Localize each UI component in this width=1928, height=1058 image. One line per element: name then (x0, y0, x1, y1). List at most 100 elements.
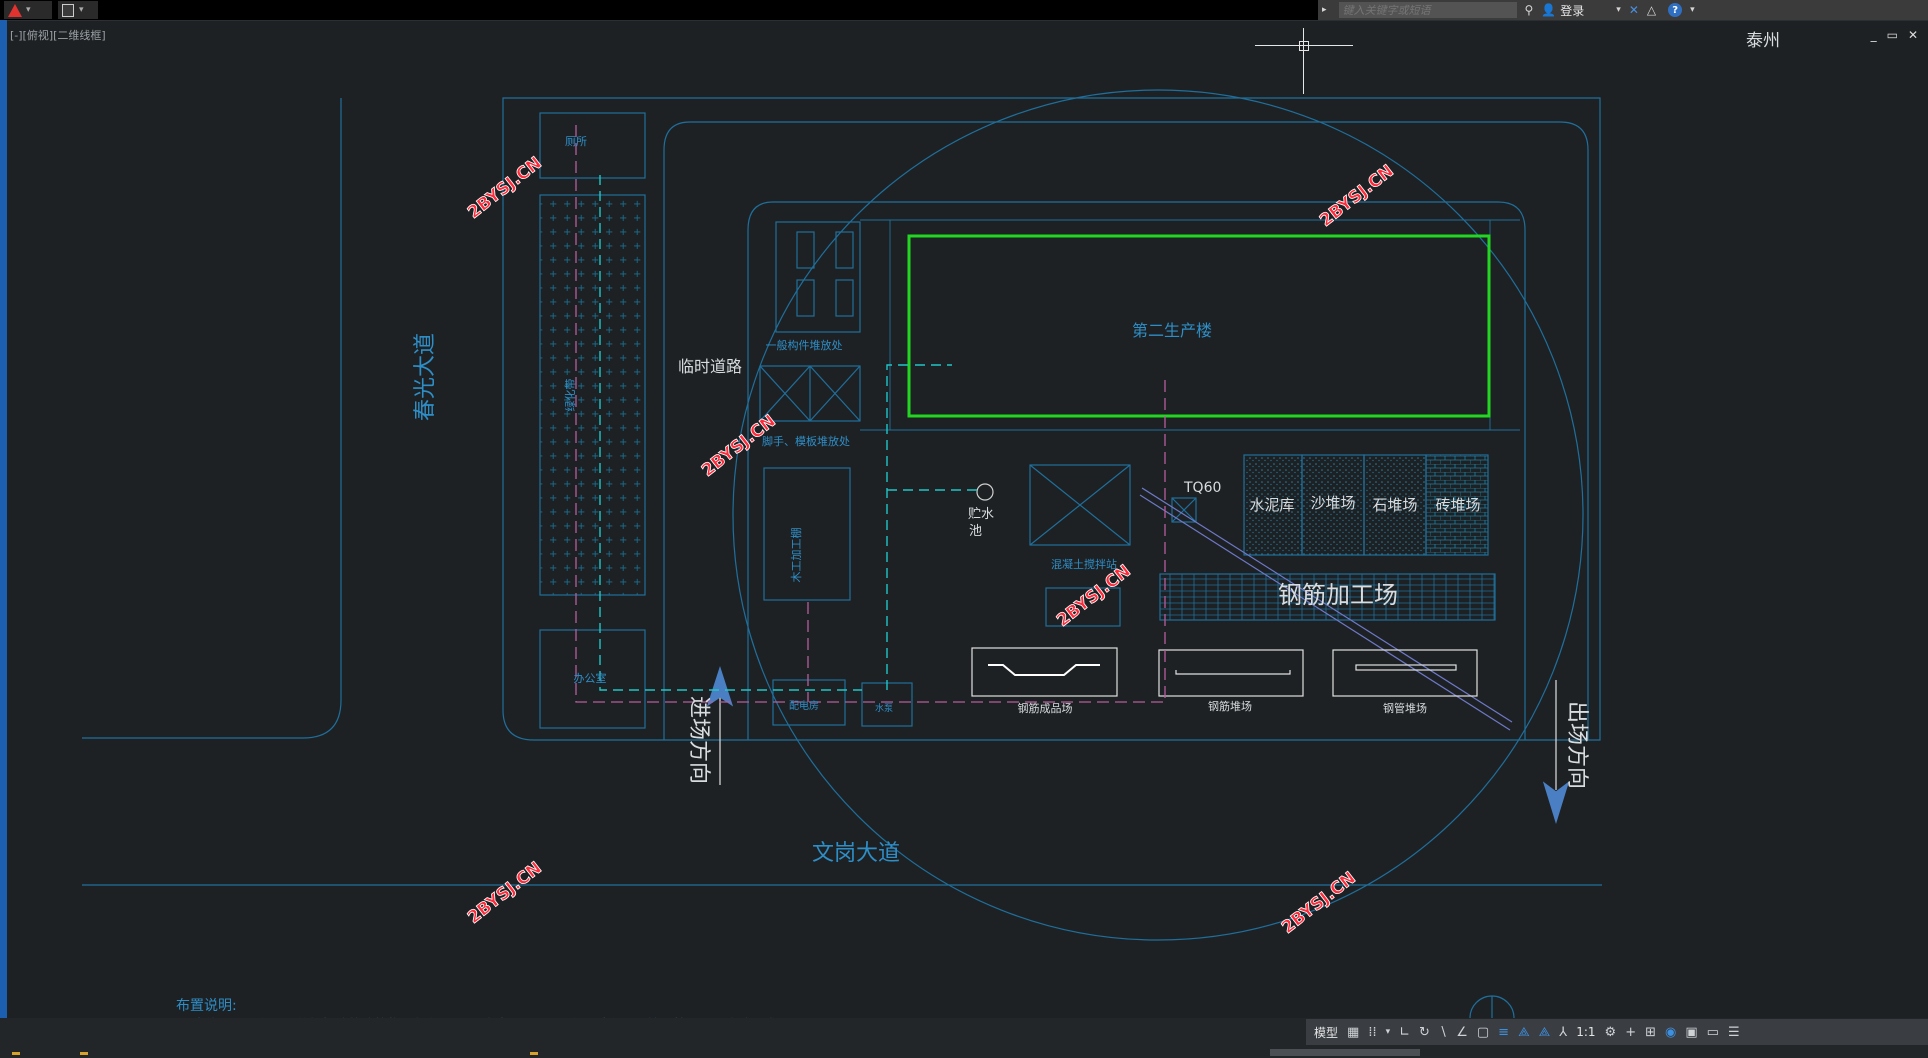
caret-down-icon[interactable]: ▾ (1616, 5, 1621, 15)
clean-screen-icon[interactable]: ▭ (1706, 1024, 1719, 1040)
application-menu-button[interactable]: ▾ (4, 1, 52, 19)
status-indicator (12, 1052, 20, 1055)
main-building-label: 第二生产楼 (1132, 321, 1212, 340)
status-bar-tools: 模型 ▦ ⁞⁞ ▾ ∟ ↻ ∖ ∠ ▢ ≡ ⟁ ⟁ ⅄ 1:1 ⚙ + ⊞ ◉ … (1306, 1019, 1928, 1045)
ortho-icon[interactable]: ∟ (1399, 1024, 1411, 1040)
crosshair-vertical (1303, 28, 1304, 94)
hardware-acceleration-icon[interactable]: ▣ (1685, 1024, 1698, 1040)
exchange-icon[interactable]: ✕ (1628, 3, 1639, 17)
notes-title: 布置说明: (176, 998, 237, 1014)
binoculars-icon[interactable]: ⚲ (1524, 3, 1534, 17)
cad-drawing-canvas[interactable]: + (0, 20, 1928, 1018)
watermark: 2BYSJ.CN (464, 858, 546, 928)
restore-button[interactable]: ▭ (1886, 28, 1898, 42)
plus-icon[interactable]: + (1625, 1024, 1637, 1040)
login-button[interactable]: 登录 (1560, 3, 1585, 18)
grid-icon[interactable]: ▦ (1347, 1024, 1360, 1040)
customization-icon[interactable]: ☰ (1727, 1024, 1740, 1040)
model-space-toggle[interactable]: 模型 (1314, 1025, 1339, 1040)
sand-label: 沙堆场 (1310, 494, 1355, 512)
bottom-road-label: 文岗大道 (812, 841, 900, 866)
polar-icon[interactable]: ↻ (1419, 1024, 1430, 1040)
annotation-scale-icon[interactable]: ⅄ (1559, 1024, 1568, 1040)
isodraft-icon[interactable]: ∖ (1438, 1024, 1448, 1040)
stone-label: 石堆场 (1372, 496, 1417, 514)
entry-arrow-icon (706, 666, 734, 707)
drawing-window-controls: _ ▭ ✕ (1871, 28, 1918, 42)
status-indicator (530, 1052, 538, 1055)
rebar-finished-stack (971, 647, 1118, 697)
autodesk-a360-icon[interactable]: △ (1646, 3, 1657, 17)
caret-down-icon[interactable]: ▾ (1690, 5, 1695, 15)
water-tank-label-2: 池 (969, 524, 982, 539)
brick-yard (1425, 454, 1489, 556)
crosshair-horizontal (1255, 45, 1353, 46)
rebar-processing-yard (1159, 573, 1496, 621)
units-icon[interactable]: ⊞ (1645, 1024, 1657, 1040)
water-tank-symbol (976, 483, 994, 501)
rebar-stack (1158, 649, 1304, 697)
mixer-label: 混凝土搅拌站 (1051, 557, 1117, 571)
viewport-controls-label[interactable]: [-][俯视][二维线框] (10, 29, 106, 42)
watermark: 2BYSJ.CN (1316, 161, 1398, 231)
office-label: 办公室 (574, 671, 607, 685)
minimize-button[interactable]: _ (1870, 28, 1877, 42)
autocad-logo-icon (8, 3, 22, 17)
annotation-visibility-icon[interactable]: ⟁ (1518, 1024, 1530, 1040)
office-building (539, 629, 646, 729)
snap-icon[interactable]: ⁞⁞ (1368, 1024, 1377, 1040)
osnap-icon[interactable]: ▢ (1476, 1024, 1490, 1040)
infocenter-bar: ▸ ⚲ 👤 登录 ▾ ✕ △ ? ▾ (1318, 0, 1928, 20)
concrete-mixer-station (1029, 464, 1131, 546)
left-road-edge (82, 98, 342, 739)
drawing-city-label: 泰州 (1746, 31, 1780, 51)
component-storage (775, 221, 861, 333)
document-icon[interactable] (62, 3, 74, 17)
crosshair-pickbox (1299, 41, 1309, 51)
lineweight-icon[interactable]: ≡ (1498, 1024, 1510, 1040)
horizontal-scrollbar[interactable] (1270, 1049, 1420, 1056)
site-boundary (502, 97, 1601, 741)
pipe-stack-label: 钢管堆场 (1383, 701, 1427, 715)
toilet-label: 厕所 (565, 135, 587, 148)
caret-down-icon[interactable]: ▾ (1385, 1027, 1391, 1037)
search-input[interactable] (1338, 2, 1517, 18)
user-icon[interactable]: 👤 (1541, 3, 1557, 17)
status-indicator (80, 1052, 88, 1055)
green-strip (539, 194, 646, 596)
rebar-stack-label: 钢筋堆场 (1208, 699, 1252, 713)
temp-road-label: 临时道路 (678, 357, 742, 376)
crane-radius-circle (732, 89, 1584, 941)
exit-arrow-icon (1542, 781, 1570, 825)
watermark: 2BYSJ.CN (1278, 868, 1360, 938)
entry-direction-label: 进场方向 (686, 696, 711, 784)
tower-crane-tq60 (1171, 497, 1197, 523)
annotation-scale[interactable]: 1:1 (1576, 1025, 1596, 1039)
stone-yard (1363, 454, 1427, 556)
close-button[interactable]: ✕ (1907, 28, 1918, 42)
carpentry-shed (763, 467, 851, 601)
exit-direction-label: 出场方向 (1564, 701, 1589, 789)
inner-road-outer (690, 121, 1589, 740)
rebar-yard-label: 钢筋加工场 (1278, 581, 1398, 609)
caret-down-icon: ▾ (26, 5, 31, 15)
caret-down-icon[interactable]: ▾ (79, 5, 84, 15)
watermark: 2BYSJ.CN (464, 153, 546, 223)
auto-scale-icon[interactable]: ⟁ (1538, 1024, 1551, 1040)
expand-arrow-icon[interactable]: ▸ (1322, 5, 1327, 15)
isolate-objects-icon[interactable]: ◉ (1665, 1024, 1677, 1040)
gear-icon[interactable]: ⚙ (1604, 1024, 1617, 1040)
left-road-label: 春光大道 (413, 333, 438, 421)
cement-label: 水泥库 (1249, 496, 1294, 514)
sand-yard (1301, 454, 1365, 556)
watermark: 2BYSJ.CN (1053, 561, 1135, 631)
crane-label: TQ60 (1183, 480, 1221, 496)
main-building-outline[interactable] (907, 234, 1491, 418)
osnap-tracking-icon[interactable]: ∠ (1456, 1024, 1468, 1040)
inner-road-inner (773, 201, 1526, 740)
help-icon[interactable]: ? (1668, 3, 1683, 17)
quick-access-toolbar[interactable]: ▾ (58, 1, 98, 19)
power-line (575, 125, 1166, 703)
green-strip-label: 绿化带 (563, 379, 577, 412)
left-accent-strip (0, 20, 7, 1040)
